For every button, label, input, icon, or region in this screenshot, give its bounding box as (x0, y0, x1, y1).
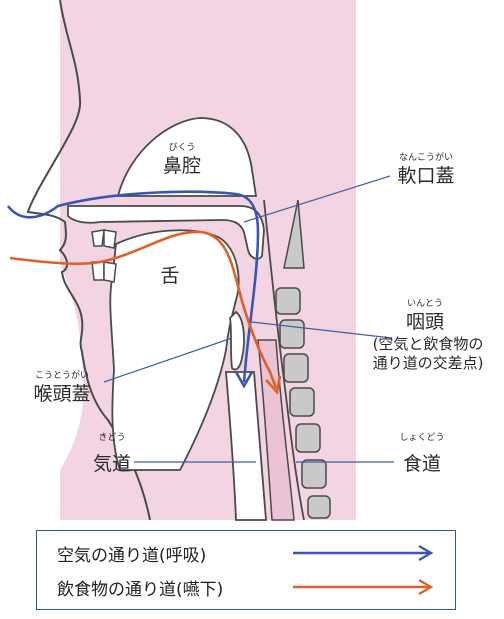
vertebra-8 (308, 496, 330, 518)
epiglottis-label: 喉頭蓋 (33, 383, 90, 405)
soft-palate-label: 軟口蓋 (397, 165, 454, 187)
legend-air-arrow-icon (289, 543, 439, 563)
pharynx-ruby: いんとう (407, 298, 443, 309)
trachea-label: 気道 (93, 453, 131, 475)
legend-row-air: 空気の通り道(呼吸) (57, 539, 206, 567)
legend-box: 空気の通り道(呼吸) 飲食物の通り道(嚥下) (36, 530, 456, 610)
nasal-cavity-ruby: びくう (169, 142, 196, 153)
legend-food-arrow-icon (289, 577, 439, 597)
vertebra-5 (290, 388, 314, 416)
epiglottis-ruby: こうとうがい (35, 369, 89, 381)
pharynx-note-line2: 通り道の交差点) (373, 354, 484, 372)
legend-food-label: 飲食物の通り道(嚥下) (57, 575, 223, 600)
epiglottis-shape (230, 312, 244, 370)
vertebra-7 (302, 460, 326, 488)
soft-palate-ruby: なんこうがい (399, 151, 453, 163)
pharynx-label: 咽頭 (406, 311, 444, 333)
esophagus-label: 食道 (403, 453, 441, 475)
legend-row-food: 飲食物の通り道(嚥下) (57, 573, 223, 601)
vertebra-6 (296, 424, 320, 452)
legend-air-label: 空気の通り道(呼吸) (57, 541, 206, 566)
trachea-ruby: きどう (98, 432, 125, 443)
esophagus-ruby: しょくどう (399, 432, 444, 443)
vertebra-3 (280, 320, 304, 348)
vertebra-2 (276, 288, 300, 314)
pharynx-note-line1: (空気と飲食物の (373, 335, 484, 353)
vertebra-4 (284, 354, 308, 382)
tongue-label: 舌 (160, 265, 179, 287)
nasal-cavity-label: 鼻腔 (163, 155, 201, 177)
